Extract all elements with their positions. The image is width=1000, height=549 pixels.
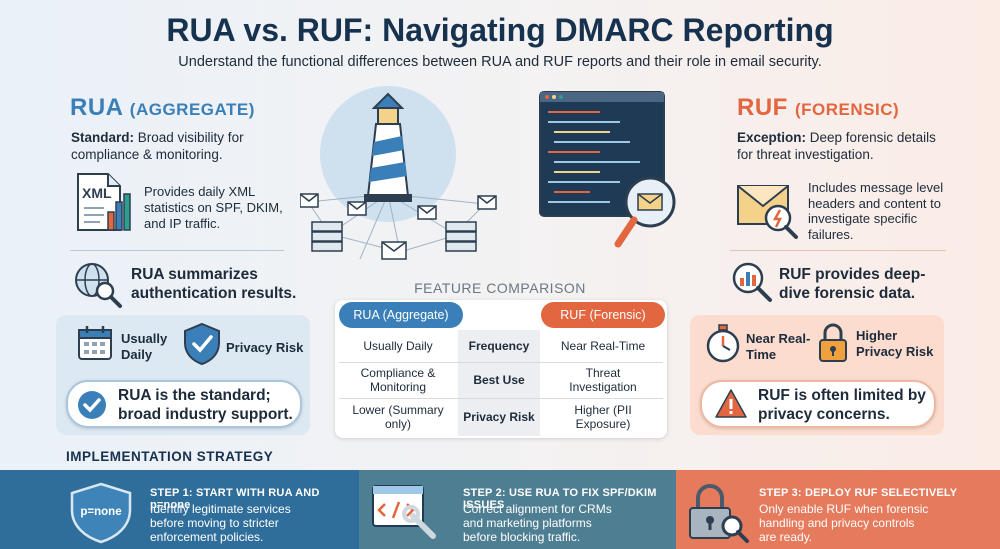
rua-frequency-cell: Usually Daily [363,339,433,353]
ruf-includes-text: Includes message level headers and conte… [808,180,944,242]
globe-search-icon [72,260,124,310]
rua-callout-text: RUA is the standard; broad industry supp… [118,387,293,423]
rua-divider [70,250,284,251]
feature-frequency-cell: Frequency [468,339,530,353]
rua-section-title: RUA (AGGREGATE) [70,94,255,122]
ruf-callout-text: RUF is often limited by privacy concerns… [758,387,926,423]
check-circle-icon [76,389,108,421]
ruf-privacy-cell: Higher (PII Exposure) [574,403,632,431]
ruf-exception-text: Deep forensic details for threat investi… [737,130,936,162]
rua-standard-label: Standard: [71,130,135,145]
step-1-heading: STEP 1: START WITH RUA AND p=none [150,487,320,511]
feature-column [458,330,540,436]
rua-frequency-label: Usually Daily [121,331,168,362]
shield-check-icon [182,322,222,366]
row-divider [339,362,663,363]
step-3-heading: STEP 3: DEPLOY RUF SELECTIVELY [759,487,958,499]
step-2-panel: STEP 2: USE RUA TO FIX SPF/DKIM ISSUES C… [359,470,676,549]
envelope-alert-icon [734,172,804,240]
ruf-section-title: RUF (FORENSIC) [737,94,899,122]
rua-standard-text: Broad visibility for compliance & monito… [71,130,244,162]
rua-summary: RUA summarizes authentication results. [131,266,297,302]
ruf-bestuse-cell: Threat Investigation [569,366,637,394]
shield-policy-icon [68,482,134,544]
step-3-text: Only enable RUF when forensic handling a… [759,502,929,544]
rua-bestuse-cell: Compliance & Monitoring [360,366,436,394]
comparison-col-rua: RUA (Aggregate) [339,302,463,328]
page-subtitle: Understand the functional differences be… [178,54,822,70]
network-illustration [299,84,700,274]
rua-privacy-cell: Lower (Summary only) [352,403,444,431]
xml-icon-label: XML [82,185,112,201]
step-1-icon-label: p=none [80,506,122,518]
feature-bestuse-cell: Best Use [473,373,525,387]
lighthouse-icon [366,123,410,197]
step-3-panel: STEP 3: DEPLOY RUF SELECTIVELY Only enab… [676,470,1000,549]
code-wrench-icon [369,480,443,542]
ruf-privacy-label: Higher Privacy Risk [856,328,934,359]
calendar-icon [76,324,114,362]
xml-file-icon [74,172,136,236]
ruf-divider [730,250,946,251]
step-2-text: Correct alignment for CRMs and marketing… [463,502,612,544]
ruf-exception-label: Exception: [737,130,807,145]
ruf-exception: Exception: Deep forensic details for thr… [737,129,937,163]
implementation-title: IMPLEMENTATION STRATEGY [66,449,274,464]
rua-privacy-label: Privacy Risk [226,340,304,355]
rua-title-sub: (AGGREGATE) [129,100,255,119]
ruf-frequency-label: Near Real-Time [746,331,811,362]
ruf-summary: RUF provides deep-dive forensic data. [779,266,926,302]
feature-privacy-cell: Privacy Risk [463,410,535,424]
ruf-title-sub: (FORENSIC) [795,100,900,119]
step-1-text: Identify legitimate services before movi… [150,502,291,544]
row-divider [339,398,663,399]
step-1-panel: p=none STEP 1: START WITH RUA AND p=none… [0,470,359,549]
warning-icon [714,388,748,420]
page-title: RUA vs. RUF: Navigating DMARC Reporting [166,12,834,48]
rua-title-main: RUA [70,94,123,121]
rua-standard: Standard: Broad visibility for complianc… [71,129,271,163]
ruf-title-main: RUF [737,94,788,121]
comparison-col-ruf: RUF (Forensic) [541,302,665,328]
comparison-title: FEATURE COMPARISON [414,280,586,296]
step-2-heading: STEP 2: USE RUA TO FIX SPF/DKIM ISSUES [463,487,657,511]
lock-search-icon [684,480,750,544]
stopwatch-icon [704,323,742,363]
rua-provides-text: Provides daily XML statistics on SPF, DK… [144,184,283,231]
padlock-icon [816,322,850,364]
chart-search-icon [730,260,774,304]
ruf-frequency-cell: Near Real-Time [560,339,646,353]
